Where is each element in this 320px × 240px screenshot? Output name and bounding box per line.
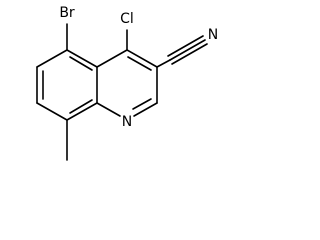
bond-c7-c8 <box>36 102 68 121</box>
atom-label-bromine: Br <box>59 5 75 21</box>
bond-c5-c6 <box>36 49 68 68</box>
bond-c2-n1-inner <box>132 98 152 110</box>
atom-label-ring-nitrogen: N <box>122 114 132 130</box>
bond-c8-c8a-inner <box>69 99 93 114</box>
bond-cn-triple-2 <box>167 35 204 57</box>
bond-c2-n1 <box>133 102 158 117</box>
chemical-structure-diagram: Br Cl N N <box>36 5 218 161</box>
atom-label-chlorine: Cl <box>120 11 134 27</box>
bond-c8-c8a <box>66 102 98 121</box>
bond-cn-triple-1 <box>169 39 206 61</box>
bond-cn-triple-3 <box>171 43 208 65</box>
bond-c4a-c4 <box>96 49 128 68</box>
bond-c3-cn <box>156 59 171 68</box>
bond-n1-c8a <box>96 102 121 117</box>
bond-c4a-c5-inner <box>69 56 93 71</box>
atom-label-nitrile-nitrogen: N <box>208 27 218 43</box>
bond-c4-c3-inner <box>127 56 152 71</box>
bond-c4-c3 <box>126 49 158 68</box>
bond-c4a-c5 <box>66 49 98 68</box>
